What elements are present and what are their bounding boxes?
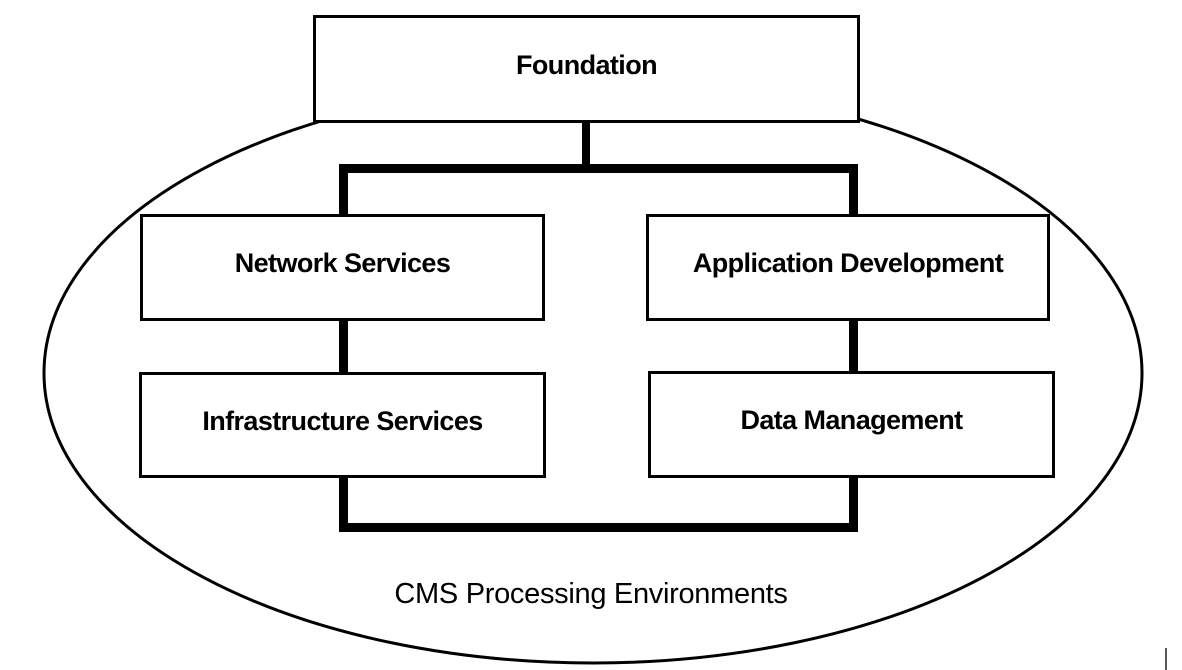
network-services-label: Network Services — [234, 248, 451, 278]
network-services-box: Network Services — [140, 214, 545, 321]
data-management-box: Data Management — [648, 371, 1055, 478]
cms-processing-environments-caption: CMS Processing Environments — [394, 578, 788, 610]
foundation-label: Foundation — [516, 49, 658, 80]
data-management-label: Data Management — [740, 405, 963, 435]
foundation-box: Foundation — [313, 15, 860, 123]
application-development-label: Application Development — [692, 248, 1004, 278]
infrastructure-services-box: Infrastructure Services — [139, 372, 546, 478]
connector-loop — [339, 164, 858, 532]
application-development-box: Application Development — [646, 214, 1050, 321]
infrastructure-services-label: Infrastructure Services — [202, 405, 483, 436]
